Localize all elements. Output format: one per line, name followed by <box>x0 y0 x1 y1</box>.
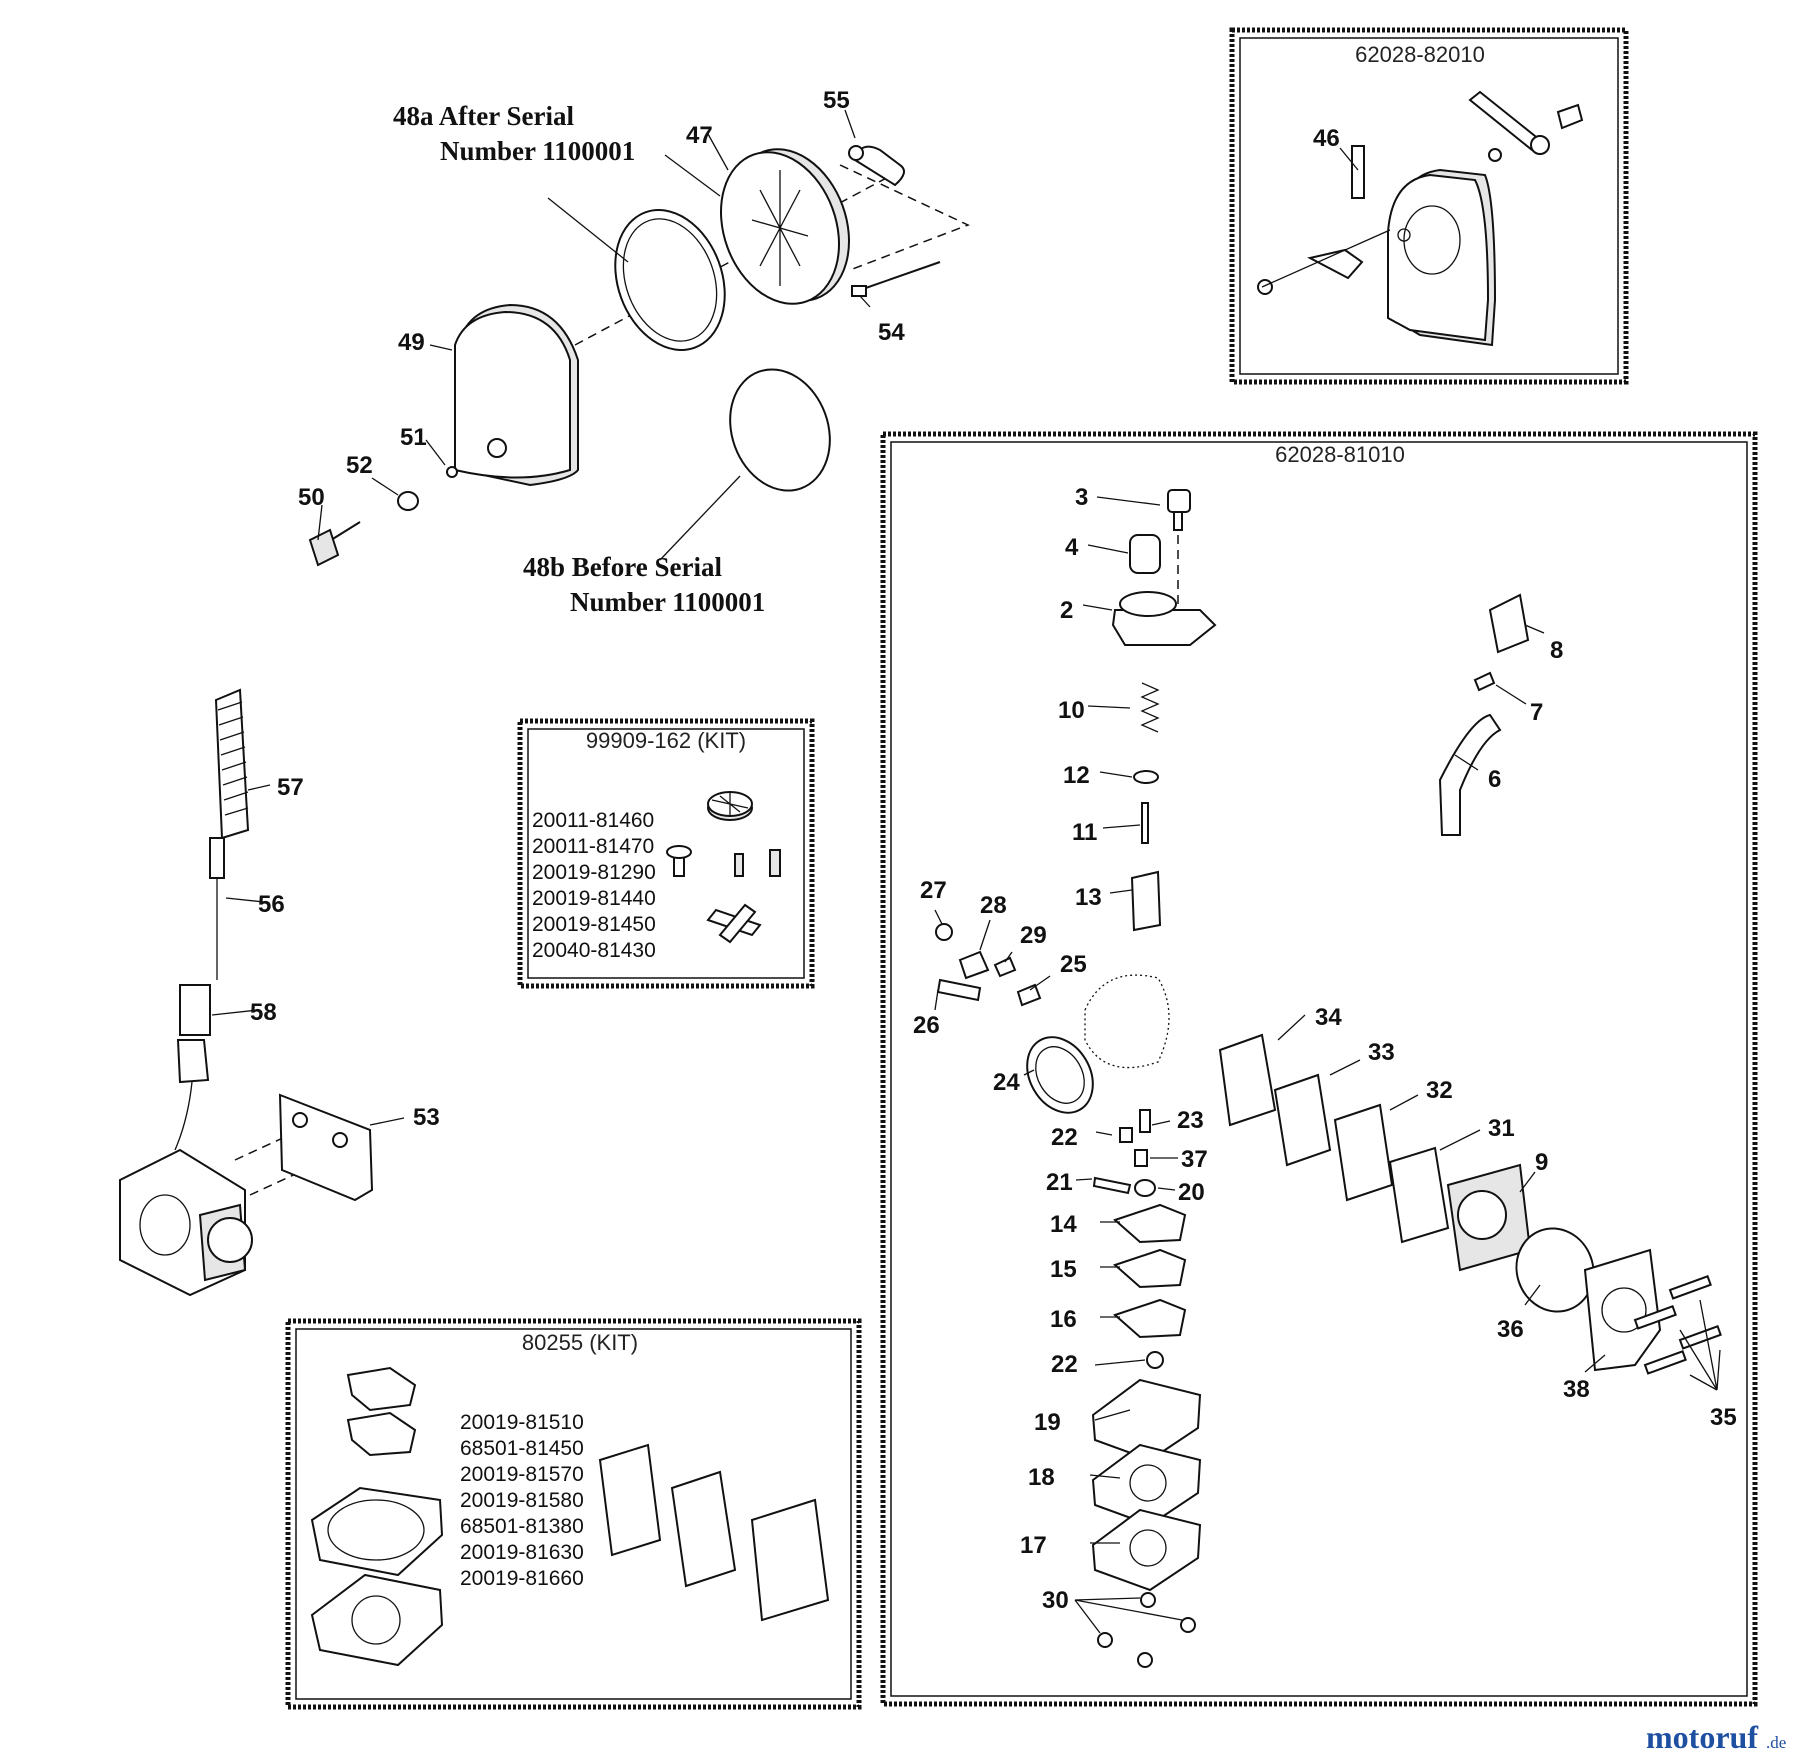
kit-99909-part-3: 20019-81290 <box>532 861 656 884</box>
kit-99909-part-5: 20019-81450 <box>532 913 656 936</box>
recoil-kit-title: 62028-82010 <box>1355 42 1485 67</box>
recoil-housing-art <box>1257 90 1584 347</box>
air-filter-assembly <box>308 145 970 567</box>
callout-57: 57 <box>277 774 304 801</box>
callout-55: 55 <box>823 87 850 114</box>
carb-kit-box: 62028-81010 <box>880 431 1758 1707</box>
callout-34: 34 <box>1315 1004 1342 1031</box>
kit-80255-part-5: 68501-81380 <box>460 1515 584 1538</box>
after-serial-note-line2: Number 1100001 <box>440 136 635 166</box>
kit-80255-part-4: 20019-81580 <box>460 1489 584 1512</box>
kit-99909-part-2: 20011-81470 <box>532 835 654 858</box>
callout-10: 10 <box>1058 697 1085 724</box>
kit-99909-box: 99909-162 (KIT) 20011-81460 20011-81470 … <box>517 718 815 989</box>
callout-4: 4 <box>1065 534 1079 561</box>
callout-7: 7 <box>1530 699 1543 726</box>
kit-80255-part-7: 20019-81660 <box>460 1567 584 1590</box>
callout-2: 2 <box>1060 597 1073 624</box>
kit-99909-parts-art <box>666 791 781 944</box>
kit-80255-part-3: 20019-81570 <box>460 1463 584 1486</box>
callout-33: 33 <box>1368 1039 1395 1066</box>
watermark-tld: .de <box>1766 1733 1786 1752</box>
callout-20: 20 <box>1178 1179 1205 1206</box>
callout-37: 37 <box>1181 1146 1208 1173</box>
callout-46: 46 <box>1313 125 1340 152</box>
after-serial-note-line1: 48a After Serial <box>393 101 574 131</box>
callout-19: 19 <box>1034 1409 1061 1436</box>
callout-15: 15 <box>1050 1256 1077 1283</box>
callout-21: 21 <box>1046 1169 1073 1196</box>
kit-80255-part-1: 20019-81510 <box>460 1411 584 1434</box>
callout-58: 58 <box>250 999 277 1026</box>
callout-32: 32 <box>1426 1077 1453 1104</box>
callout-50: 50 <box>298 484 325 511</box>
callout-38: 38 <box>1563 1376 1590 1403</box>
kit-80255-box: 80255 (KIT) 20019-81510 68501-81450 2001… <box>285 1318 862 1710</box>
callout-6: 6 <box>1488 766 1501 793</box>
kit-99909-part-4: 20019-81440 <box>532 887 656 910</box>
leader-lines <box>211 109 1721 1634</box>
callout-52: 52 <box>346 452 373 479</box>
callout-11: 11 <box>1072 819 1097 846</box>
carb-kit-parts-art <box>935 489 1722 1668</box>
callout-56: 56 <box>258 891 285 918</box>
kit-80255-part-6: 20019-81630 <box>460 1541 584 1564</box>
kit-99909-part-6: 20040-81430 <box>532 939 656 962</box>
callout-27: 27 <box>920 877 947 904</box>
throttle-cable-art <box>174 688 250 1151</box>
callout-35: 35 <box>1710 1404 1737 1431</box>
before-serial-note-line2: Number 1100001 <box>570 587 765 617</box>
callout-17: 17 <box>1020 1532 1047 1559</box>
callout-30: 30 <box>1042 1587 1069 1614</box>
kit-80255-parts-art <box>310 1366 830 1667</box>
watermark-brand: motoruf <box>1646 1719 1758 1755</box>
kit-80255-title: 80255 (KIT) <box>522 1330 638 1355</box>
callout-14: 14 <box>1050 1211 1077 1238</box>
kit-80255-part-2: 68501-81450 <box>460 1437 584 1460</box>
callout-12: 12 <box>1063 762 1090 789</box>
callout-36: 36 <box>1497 1316 1524 1343</box>
callout-53: 53 <box>413 1104 440 1131</box>
recoil-kit-box: 62028-82010 <box>1229 27 1629 385</box>
callout-26: 26 <box>913 1012 940 1039</box>
callout-18: 18 <box>1028 1464 1055 1491</box>
carb-kit-title: 62028-81010 <box>1275 442 1405 467</box>
callout-3: 3 <box>1075 484 1088 511</box>
callout-16: 16 <box>1050 1306 1077 1333</box>
kit-99909-part-1: 20011-81460 <box>532 809 654 832</box>
callout-49: 49 <box>398 329 425 356</box>
callout-8: 8 <box>1550 637 1563 664</box>
callout-22b: 22 <box>1051 1351 1078 1378</box>
callout-54: 54 <box>878 319 905 346</box>
callout-29: 29 <box>1020 922 1047 949</box>
callout-numbers: 47 55 49 54 51 52 50 46 57 56 58 53 3 4 … <box>250 87 1737 1614</box>
callout-9: 9 <box>1535 1149 1548 1176</box>
callout-24: 24 <box>993 1069 1020 1096</box>
before-serial-note-line1: 48b Before Serial <box>523 552 722 582</box>
callout-28: 28 <box>980 892 1007 919</box>
callout-23: 23 <box>1177 1107 1204 1134</box>
callout-25: 25 <box>1060 951 1087 978</box>
callout-47: 47 <box>686 122 713 149</box>
callout-22a: 22 <box>1051 1124 1078 1151</box>
callout-31: 31 <box>1488 1115 1515 1142</box>
kit-99909-title: 99909-162 (KIT) <box>586 728 746 753</box>
callout-13: 13 <box>1075 884 1102 911</box>
watermark: motoruf .de <box>1646 1719 1786 1755</box>
callout-51: 51 <box>400 424 427 451</box>
carburetor-art <box>119 1093 374 1297</box>
